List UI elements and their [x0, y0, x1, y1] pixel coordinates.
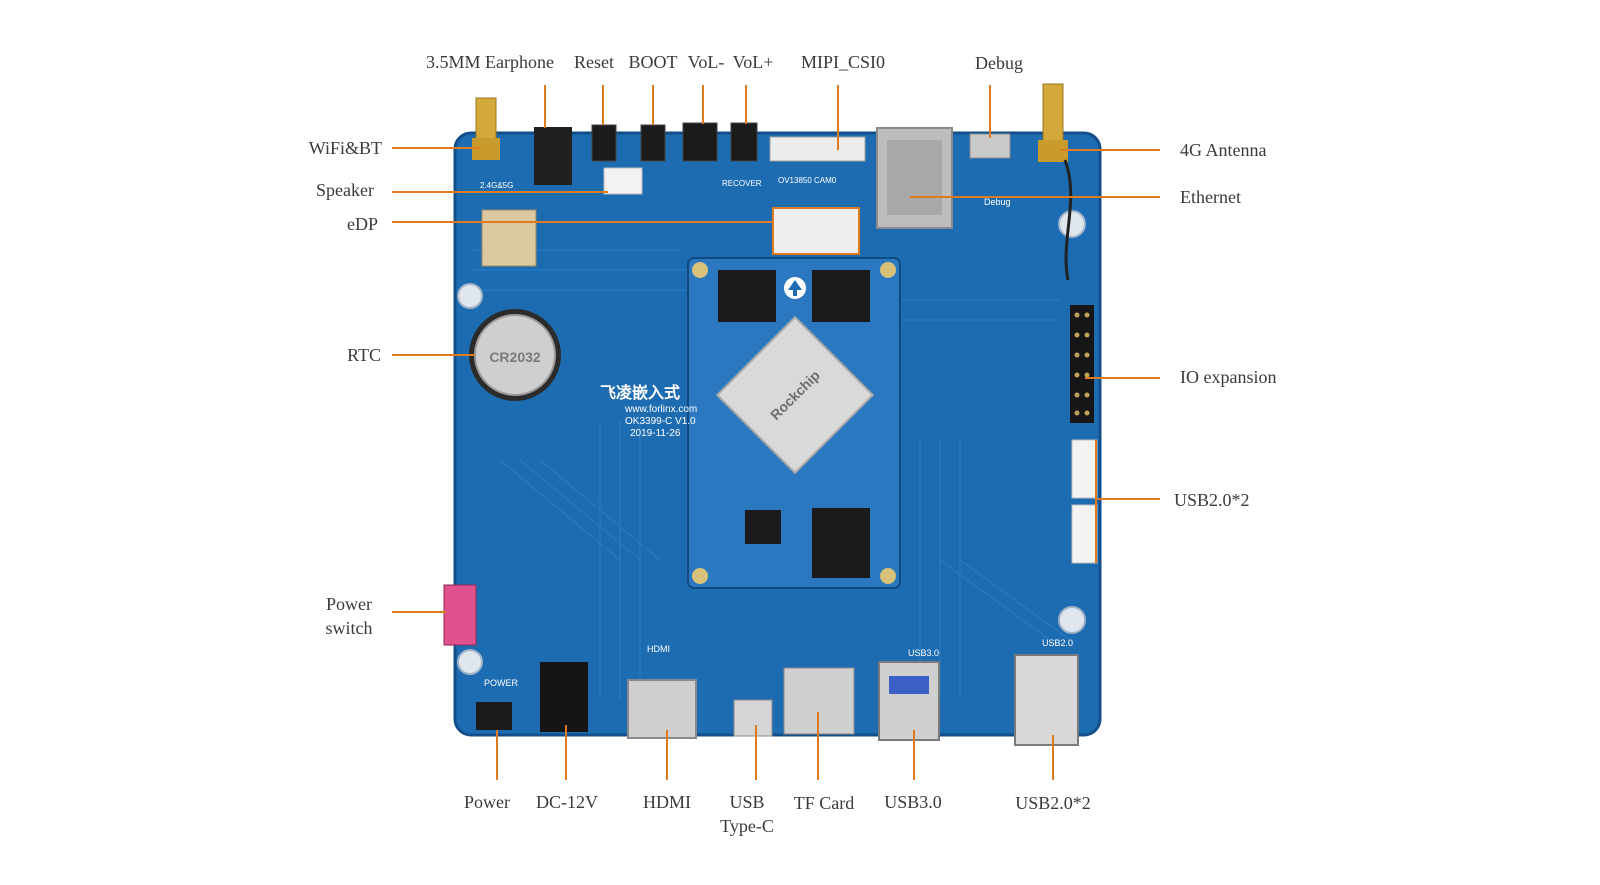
model-silk: OK3399-C V1.0 — [625, 416, 696, 427]
label-speaker: Speaker — [316, 180, 374, 200]
wifi-silk: 2.4G&5G — [480, 181, 513, 190]
label-boot: BOOT — [628, 52, 678, 72]
edp-connector — [772, 207, 860, 255]
label-edp: eDP — [347, 214, 378, 234]
hdmi-port — [627, 679, 697, 739]
rtc-battery: CR2032 — [469, 309, 561, 401]
usb20-side-connector — [1071, 439, 1098, 499]
label-power-switch-line1: Power — [326, 594, 372, 614]
url-silk: www.forlinx.com — [624, 404, 697, 415]
power-silk: POWER — [484, 678, 519, 688]
soc-chip: Rockchip — [715, 315, 875, 475]
4g-antenna-connector — [1038, 83, 1073, 281]
label-earphone: 3.5MM Earphone — [426, 52, 554, 72]
ddr-chip — [812, 270, 870, 322]
label-wifi-bt: WiFi&BT — [308, 138, 382, 158]
label-debug: Debug — [975, 53, 1023, 73]
hdmi-silk: HDMI — [647, 644, 670, 654]
label-usb20-side: USB2.0*2 — [1174, 490, 1250, 510]
recover-silk: RECOVER — [722, 179, 762, 188]
usb-typec-port — [733, 699, 773, 737]
wifi-module — [481, 209, 537, 267]
label-vol-plus: VoL+ — [732, 52, 774, 72]
wifi-antenna-connector — [472, 97, 500, 160]
battery-label: CR2032 — [489, 349, 541, 365]
label-tf-card: TF Card — [793, 793, 855, 813]
label-rtc: RTC — [347, 345, 381, 365]
label-io-expansion: IO expansion — [1180, 367, 1277, 387]
pcb-board: Rockchip — [443, 83, 1102, 746]
ddr-chip — [718, 270, 776, 322]
label-vol-minus: VoL- — [687, 52, 725, 72]
usb30-silk: USB3.0 — [908, 648, 939, 658]
dc-jack — [540, 662, 588, 732]
label-4g-antenna: 4G Antenna — [1180, 140, 1267, 160]
earphone-jack — [534, 127, 572, 185]
label-ethernet: Ethernet — [1180, 187, 1241, 207]
label-usb-typec-line2: Type-C — [720, 816, 774, 836]
usb20-side-connector — [1071, 504, 1098, 564]
usb20-bottom-port — [1014, 654, 1079, 746]
label-reset: Reset — [574, 52, 614, 72]
label-usb30: USB3.0 — [884, 792, 942, 812]
label-hdmi: HDMI — [643, 792, 691, 812]
leader-lines — [392, 85, 1160, 780]
usb20-silk: USB2.0 — [1042, 638, 1073, 648]
label-power: Power — [464, 792, 510, 812]
power-button — [476, 702, 512, 730]
date-silk: 2019-11-26 — [630, 428, 681, 439]
reset-button-part — [591, 124, 617, 162]
debug-silk: Debug — [984, 197, 1011, 207]
emmc-chip — [812, 508, 870, 578]
power-switch — [443, 584, 477, 646]
io-header — [1070, 305, 1094, 423]
label-usb-typec-line1: USB — [729, 792, 765, 812]
label-dc12v: DC-12V — [536, 792, 598, 812]
label-usb20-bottom: USB2.0*2 — [1015, 793, 1091, 813]
brand-silk: 飞凌嵌入式 — [600, 383, 680, 402]
camera-silk: OV13850 CAM0 — [778, 176, 837, 185]
label-power-switch-line2: switch — [325, 618, 373, 638]
usb30-port — [878, 661, 940, 741]
label-mipi: MIPI_CSI0 — [800, 52, 886, 72]
speaker-connector — [603, 167, 643, 195]
mipi-connector — [769, 136, 866, 162]
